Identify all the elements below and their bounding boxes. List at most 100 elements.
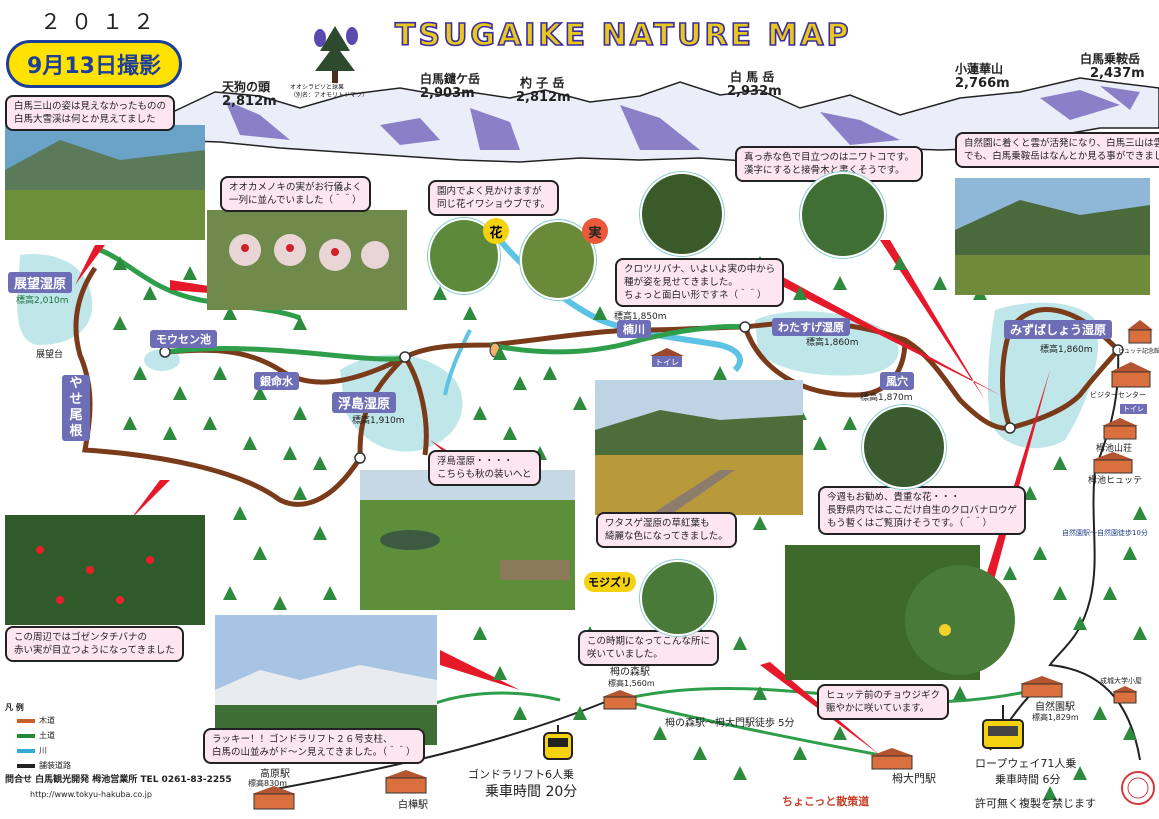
marsh-mousen: モウセン池 — [150, 330, 217, 348]
tree-icon — [713, 366, 727, 380]
kogen-station-icon — [250, 784, 298, 814]
daimon-station-icon — [868, 746, 916, 774]
tree-icon — [233, 506, 247, 520]
gondola-label: ゴンドラリフト6人乗 — [468, 768, 574, 781]
peak-name: 白馬乗鞍岳 — [1080, 52, 1141, 66]
peak-name: 天狗の頭 — [222, 80, 271, 94]
marsh-watasuge: わたすげ湿原 — [772, 318, 850, 336]
tenbodai-label: 展望台 — [36, 350, 64, 360]
callout: オオカメノキの実がお行儀よく 一列に並んでいました（＾＾） — [220, 176, 372, 212]
marsh-ukishima: 浮島湿原 — [332, 392, 397, 413]
callout: 自然園に着くと雲が活発になり、白馬三山は雲隠れ・・ でも、白馬乗鞍岳はなんとか見… — [955, 132, 1159, 168]
shirakaba-station-icon — [382, 768, 430, 798]
mojizuri-photo — [640, 560, 716, 636]
peak-elev: 2,437m — [1090, 66, 1145, 81]
ropeway-time: 乗車時間 6分 — [995, 773, 1061, 786]
legend-label: 土道 — [39, 731, 55, 740]
peak-elev: 2,812m — [516, 90, 571, 105]
walk-label: 自然園駅〜自然園徒歩10分 — [1062, 529, 1148, 537]
callout: 園内でよく見かけますが 同じ花イワショウブです。 — [428, 180, 560, 216]
ropeway-cabin-icon — [982, 705, 1024, 749]
callout: この周辺ではゴゼンタチバナの 赤い実が目立つようになってきました — [5, 626, 184, 662]
visitor-center-icon — [1108, 360, 1154, 392]
hutte-memorial-label: ヒュッテ記念館 — [1118, 348, 1159, 355]
ropeway-label: ロープウェイ71人乗 — [975, 757, 1077, 770]
callout: ラッキー！！ゴンドラリフト２６号支柱、 白馬の山並みがド～ン見えてきました。（＾… — [203, 728, 425, 764]
contact-info: 問合せ 白馬観光開発 栂池営業所 TEL 0261-83-2255 — [5, 775, 232, 785]
seijo-label: 成城大学小屋 — [1100, 677, 1142, 685]
tree-icon — [243, 436, 257, 450]
toilet2-label: トイレ — [1120, 404, 1147, 414]
tree-icon — [793, 746, 807, 760]
tree-icon — [113, 316, 127, 330]
tree-icon — [543, 366, 557, 380]
iwashoubu-fruit-photo — [520, 220, 596, 300]
callout: 今週もお勧め、貴重な花・・・ 長野県内ではここだけ自生のクロバナロウゲ もう暫く… — [818, 486, 1027, 535]
tree-icon — [1073, 616, 1087, 630]
daimon-station-label: 栂大門駅 — [892, 772, 936, 785]
peak-elev: 2,812m — [222, 94, 277, 109]
tree-icon — [1003, 566, 1017, 580]
year-label: ２０１２ — [40, 10, 164, 34]
tree-icon — [173, 386, 187, 400]
elev-kazaana: 標高1,870m — [860, 393, 913, 403]
callout: 真っ赤な色で目立つのはニワトコです。 漢字にすると接骨木と書くそうです。 — [735, 146, 924, 182]
tree-icon — [223, 586, 237, 600]
ginmeisui-label: 銀命水 — [254, 372, 299, 390]
tree-icon — [183, 266, 197, 280]
tree-icon — [733, 766, 747, 780]
hutte-memorial-icon — [1125, 318, 1155, 348]
tree-icon — [753, 516, 767, 530]
tree-icon — [223, 306, 237, 320]
tree-icon — [493, 666, 507, 680]
tree-icon — [893, 256, 907, 270]
tree-icon — [573, 396, 587, 410]
legend-swatch — [17, 748, 35, 753]
peak-name: 白 馬 岳 — [730, 70, 775, 84]
pond-mousen — [144, 349, 180, 371]
peak-elev: 2,932m — [727, 84, 782, 99]
toilet-label: トイレ — [655, 358, 679, 367]
visitor-center-label: ビジターセンター — [1090, 391, 1146, 399]
elev-tenbo: 標高2,010m — [16, 296, 69, 306]
tree-icon — [693, 746, 707, 760]
yase-ridge-label: やせ尾根 — [62, 375, 90, 441]
kogen-station-label: 高原駅 — [260, 769, 290, 780]
peak-name: 小蓮華山 — [955, 62, 1004, 76]
tree-icon — [1123, 726, 1137, 740]
niwatoko-photo — [800, 172, 886, 258]
tree-icon — [163, 426, 177, 440]
tree-icon — [1133, 626, 1147, 640]
tree-icon — [293, 406, 307, 420]
peak-elev: 2,903m — [420, 86, 475, 101]
tree-icon — [653, 726, 667, 740]
kusunokawa-label: 楠川 — [617, 320, 651, 338]
legend-swatch — [17, 733, 35, 738]
map-title: TSUGAIKE NATURE MAP — [394, 17, 852, 54]
seijo-icon — [1110, 684, 1140, 708]
shirakaba-station-label: 白樺駅 — [398, 800, 428, 811]
tree-icon — [933, 276, 947, 290]
tree-icon — [463, 306, 477, 320]
tree-icon — [793, 286, 807, 300]
tree-icon — [203, 416, 217, 430]
toilet-icon — [648, 346, 686, 368]
tree-icon — [473, 626, 487, 640]
legend-label: 木道 — [39, 716, 55, 725]
tree-icon — [253, 386, 267, 400]
tree-icon — [313, 456, 327, 470]
tree-icon — [1023, 486, 1037, 500]
tree-icon — [143, 286, 157, 300]
peak-name: 杓 子 岳 — [520, 76, 565, 90]
sanso-icon — [1100, 416, 1140, 444]
tree-icon — [953, 686, 967, 700]
website-link[interactable]: http://www.tokyu-hakuba.co.jp — [30, 790, 152, 799]
callout: 浮島湿原・・・・ こちらも秋の装いへと — [428, 450, 541, 486]
shizenen-station-label: 自然園駅 — [1035, 702, 1075, 713]
tsuga-mori-elev: 標高1,560m — [608, 679, 655, 688]
fruit-tag: 実 — [582, 218, 608, 244]
shizenen-elev: 標高1,829m — [1032, 713, 1079, 722]
mori-walk-label: 栂の森駅〜栂大門駅徒歩 5分 — [665, 718, 795, 729]
tree-icon — [513, 706, 527, 720]
